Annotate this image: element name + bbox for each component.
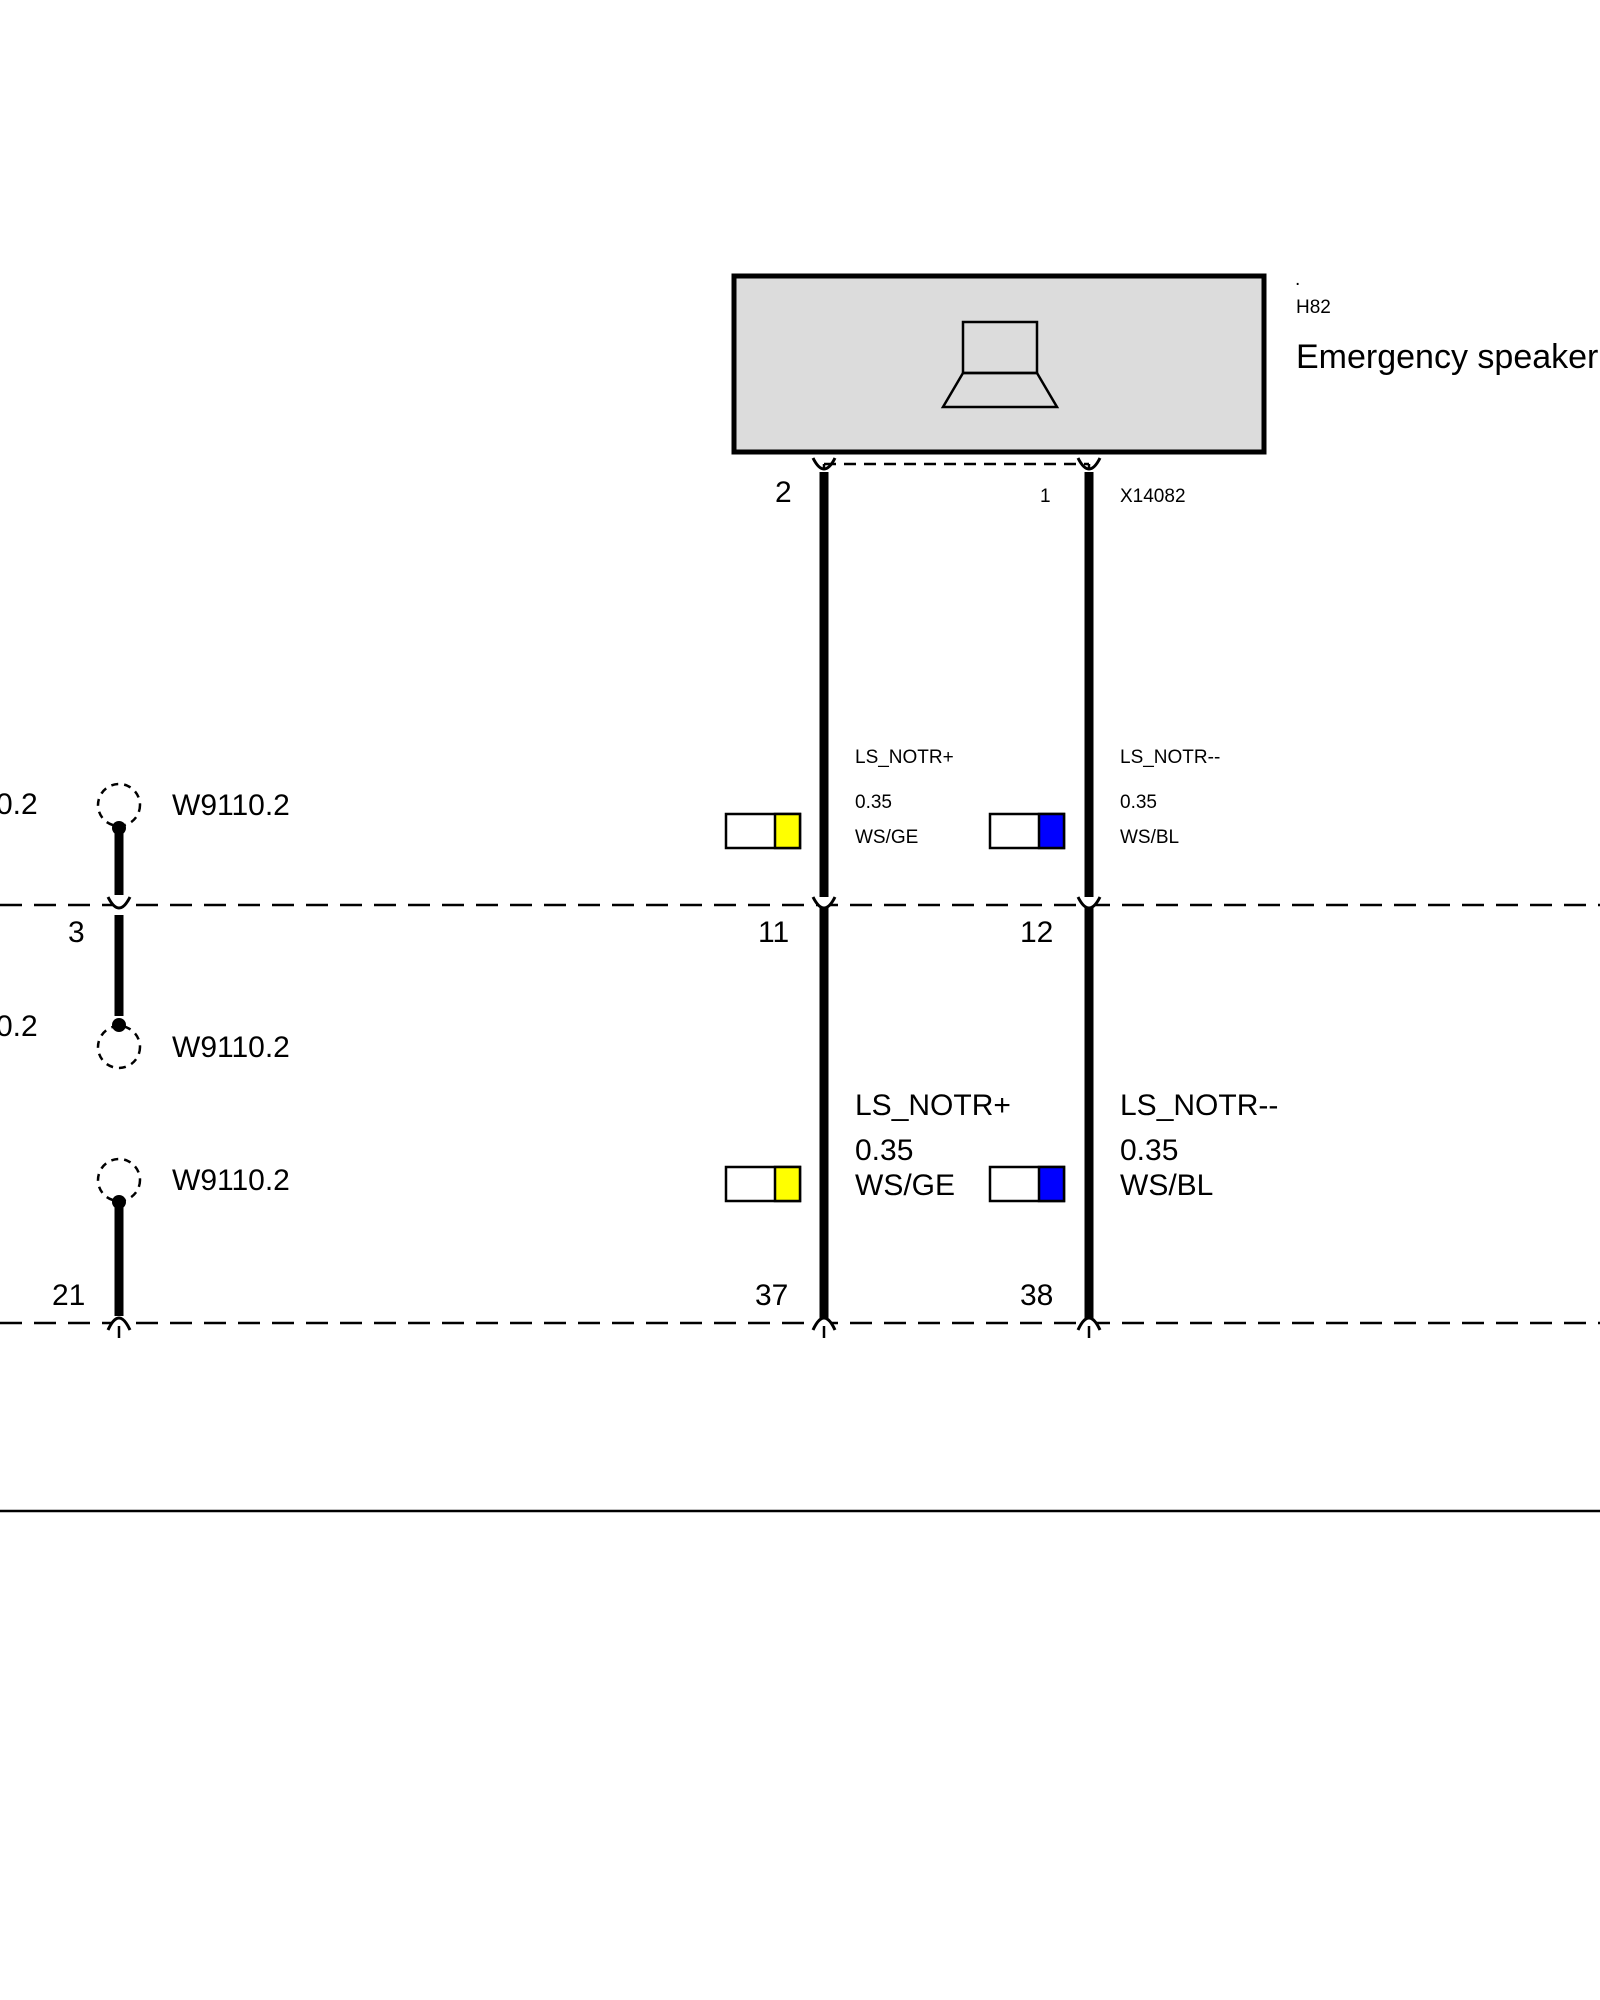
pin-contact [1076, 1316, 1102, 1331]
splice-ref-label-1: W9110.2 [172, 789, 290, 822]
splice-ref-circle[interactable] [96, 1024, 142, 1070]
wire-signal-lower-right: LS_NOTR-- [1120, 1089, 1278, 1122]
pin-number-top-left: 2 [775, 476, 792, 509]
splice-ref-circle[interactable] [96, 1157, 142, 1203]
pin-number-11: 11 [758, 916, 789, 949]
component-name: Emergency speaker [1296, 338, 1598, 376]
wire-color-lower-left: WS/GE [855, 1169, 955, 1202]
splice-dot [112, 1018, 126, 1032]
splice-ref-circle[interactable] [96, 782, 142, 828]
wire-color-swatch-upper-left [724, 812, 802, 850]
connector-id-x14082: X14082 [1120, 486, 1186, 507]
wire-signal-lower-left: LS_NOTR+ [855, 1089, 1011, 1122]
pin-contact [106, 1316, 132, 1331]
wire-color-upper-left: WS/GE [855, 827, 918, 848]
wire-signal-upper-right: LS_NOTR-- [1120, 747, 1220, 768]
speaker-icon [940, 320, 1060, 409]
pin-number-top-right: 1 [1040, 486, 1051, 507]
component-box[interactable] [731, 273, 1267, 455]
pin-contact [1076, 457, 1102, 471]
pin-contact [1076, 896, 1102, 910]
cut-off-label-1: 0.2 [0, 788, 38, 821]
pin-number-12: 12 [1020, 916, 1053, 949]
wire-color-swatch-upper-right [988, 812, 1066, 850]
pin-number-21: 21 [52, 1279, 85, 1312]
pin-contact [106, 896, 132, 910]
wire-size-upper-right: 0.35 [1120, 792, 1157, 813]
cut-off-label-2: 0.2 [0, 1010, 38, 1043]
wire-color-lower-right: WS/BL [1120, 1169, 1213, 1202]
connector-x14082-outline [822, 462, 1091, 470]
wire-color-upper-right: WS/BL [1120, 827, 1179, 848]
pin-contact [811, 457, 837, 471]
component-id: H82 [1296, 297, 1331, 318]
wire-size-upper-left: 0.35 [855, 792, 892, 813]
pin-number-37: 37 [755, 1279, 788, 1312]
component-h82[interactable] [731, 273, 1267, 455]
pin-contact [811, 1316, 837, 1331]
wire-size-lower-left: 0.35 [855, 1134, 913, 1167]
wire-color-swatch-lower-left [724, 1165, 802, 1203]
wire-size-lower-right: 0.35 [1120, 1134, 1178, 1167]
splice-ref-label-2: W9110.2 [172, 1031, 290, 1064]
pin-number-38: 38 [1020, 1279, 1053, 1312]
splice-ref-label-3: W9110.2 [172, 1164, 290, 1197]
pin-contact [811, 896, 837, 910]
component-dot: . [1295, 269, 1300, 290]
wire-color-swatch-lower-right [988, 1165, 1066, 1203]
splice-dot [112, 1195, 126, 1209]
pin-number-3: 3 [68, 916, 85, 949]
wire-signal-upper-left: LS_NOTR+ [855, 747, 954, 768]
